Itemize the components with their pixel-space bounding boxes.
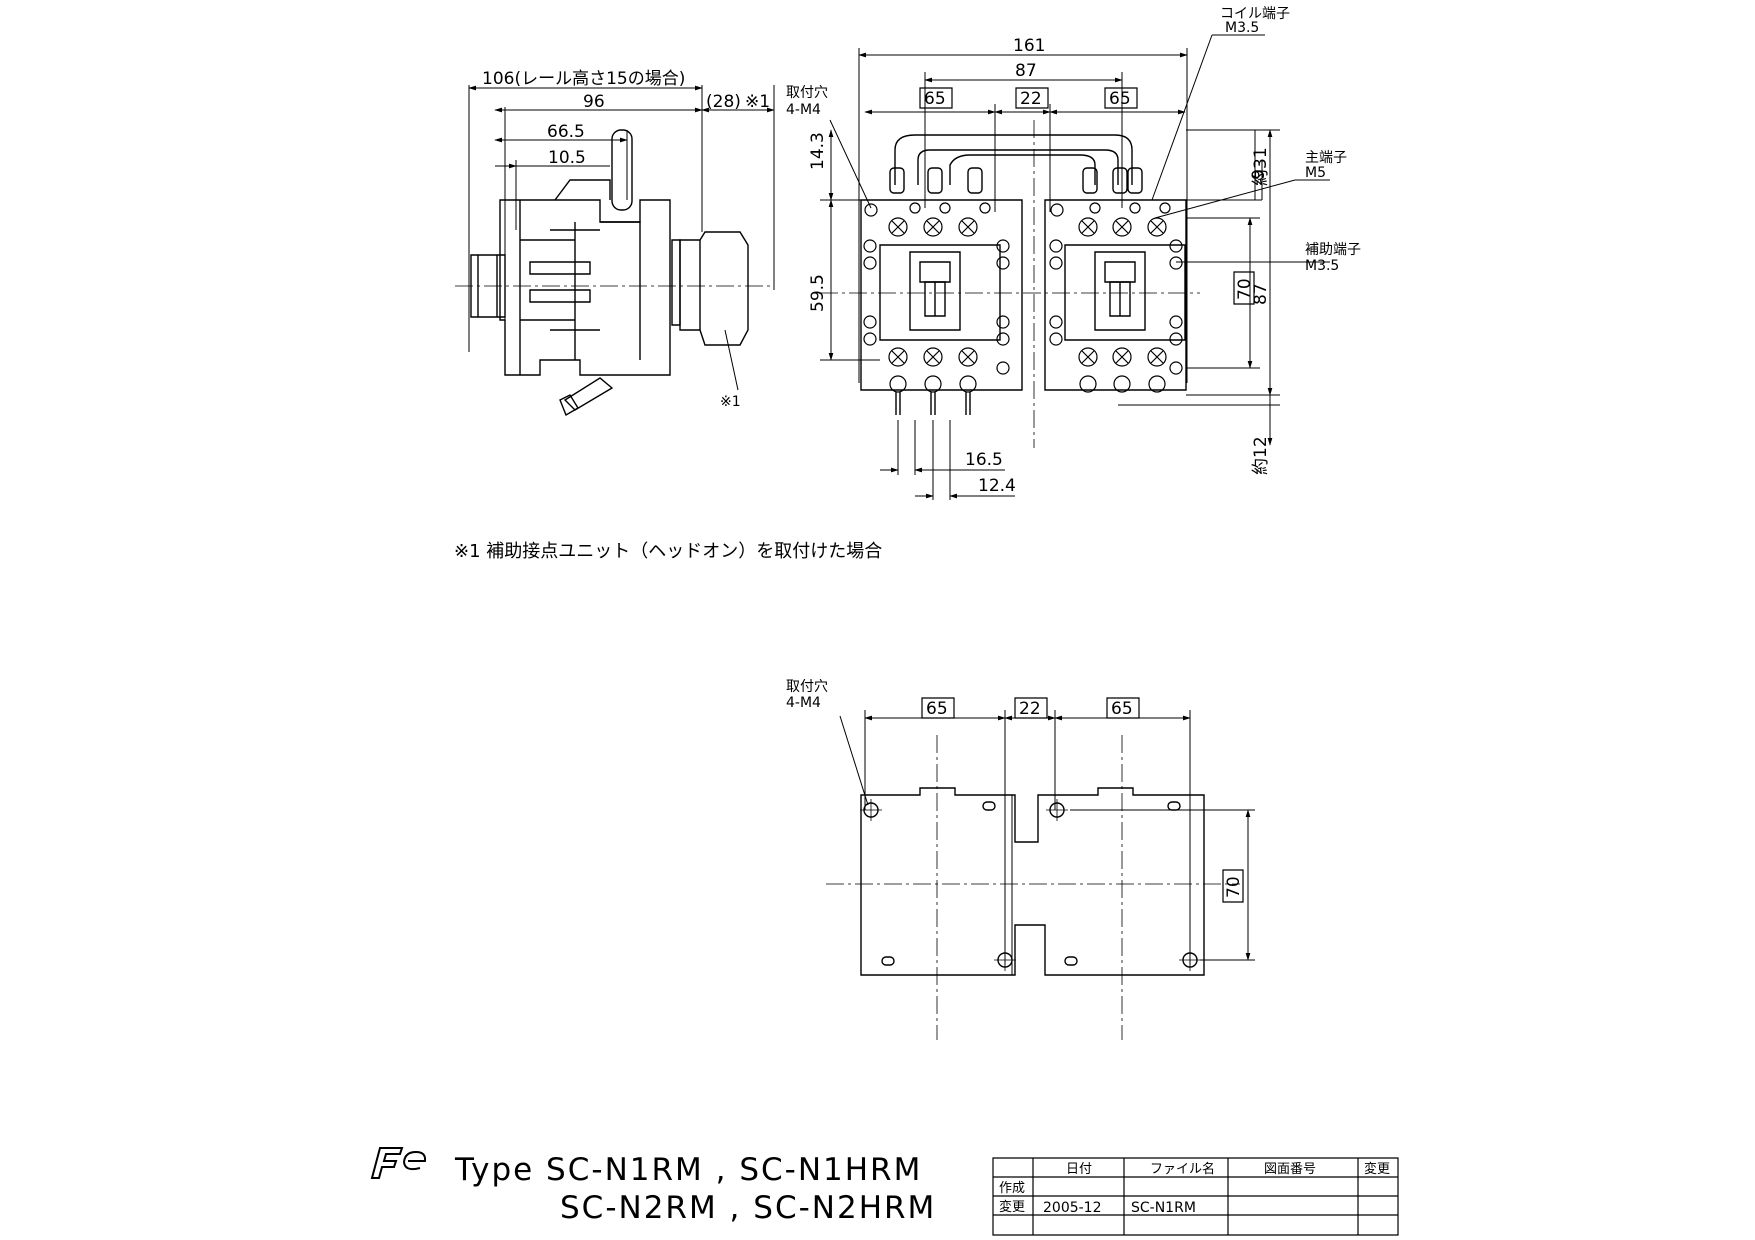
plate-dim-65-right: 65 [1111, 699, 1133, 719]
dim-9: 9 [1249, 169, 1269, 180]
plate-mounting-hole-label: 取付穴 [786, 679, 828, 695]
dim-65-right: 65 [1109, 89, 1131, 109]
dim-14-3: 14.3 [808, 132, 828, 170]
dim-87: 87 [1015, 61, 1037, 81]
mounting-plate-view [826, 710, 1255, 1040]
dim-87-vertical: 87 [1251, 283, 1271, 305]
dim-16-5: 16.5 [965, 450, 1003, 470]
dim-28: (28) [706, 92, 741, 112]
tb-header-change: 変更 [1364, 1161, 1390, 1177]
title-line-1: Type SC-N1RM , SC-N1HRM [454, 1152, 922, 1188]
dim-65-left: 65 [924, 89, 946, 109]
plate-dim-70: 70 [1224, 876, 1244, 898]
aux-terminal-label: 補助端子 [1305, 242, 1361, 258]
main-terminal-label: 主端子 [1305, 150, 1347, 166]
tb-header-date: 日付 [1066, 1162, 1092, 1177]
front-boxed-dims [920, 88, 1254, 304]
mounting-hole-label: 取付穴 [786, 85, 828, 101]
tb-header-file: ファイル名 [1150, 1161, 1215, 1177]
dim-10-5: 10.5 [548, 148, 586, 168]
tb-header-drawing-no: 図面番号 [1264, 1162, 1316, 1177]
title-block [993, 1158, 1398, 1235]
footnote: ※1 補助接点ユニット（ヘッドオン）を取付けた場合 [454, 541, 882, 562]
plate-dim-65-left: 65 [926, 699, 948, 719]
dim-66-5: 66.5 [547, 122, 585, 142]
fe-logo [372, 1148, 425, 1178]
dim-22: 22 [1020, 89, 1042, 109]
dim-about31: 約31 [1251, 147, 1271, 186]
aux-terminal-size: M3.5 [1305, 258, 1339, 274]
title-line-2: SC-N2RM , SC-N2HRM [560, 1190, 936, 1226]
dim-note-ref: ※1 [745, 92, 770, 112]
dim-161: 161 [1013, 36, 1045, 56]
coil-terminal-label: コイル端子 [1220, 6, 1290, 22]
dim-106: 106(レール高さ15の場合) [482, 69, 685, 89]
tb-row-label-created: 作成 [999, 1181, 1025, 1196]
main-terminal-size: M5 [1305, 165, 1326, 181]
side-view [455, 85, 775, 415]
dim-96: 96 [583, 92, 605, 112]
plate-boxed-dims [922, 698, 1243, 902]
plate-mounting-hole-size: 4-M4 [786, 695, 821, 711]
coil-terminal-size: M3.5 [1225, 20, 1259, 36]
dim-about12: 約12 [1251, 436, 1271, 475]
mounting-hole-size: 4-M4 [786, 102, 821, 118]
dim-70: 70 [1235, 278, 1255, 300]
dim-59-5: 59.5 [808, 274, 828, 312]
plate-dim-22: 22 [1019, 699, 1041, 719]
front-view [820, 35, 1330, 500]
tb-row-file: SC-N1RM [1131, 1200, 1196, 1216]
tb-row-label-changed: 変更 [999, 1199, 1025, 1215]
side-marker-label: ※1 [720, 394, 741, 410]
tb-row-date: 2005-12 [1043, 1200, 1102, 1216]
dim-12-4: 12.4 [978, 476, 1016, 496]
